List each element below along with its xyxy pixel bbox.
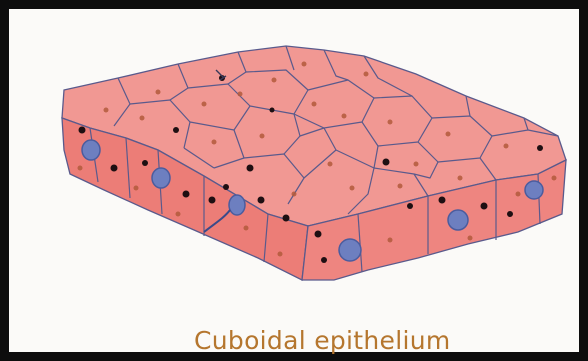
nucleus bbox=[525, 181, 543, 199]
nucleus bbox=[229, 195, 245, 215]
figure-caption: Cuboidal epithelium bbox=[194, 326, 451, 355]
nucleus bbox=[339, 239, 361, 261]
figure-panel: Cuboidal epithelium bbox=[18, 18, 588, 361]
nucleus bbox=[152, 168, 170, 188]
cuboidal-epithelium-illustration bbox=[18, 18, 588, 361]
nucleus bbox=[82, 140, 100, 160]
nucleus bbox=[448, 210, 468, 230]
